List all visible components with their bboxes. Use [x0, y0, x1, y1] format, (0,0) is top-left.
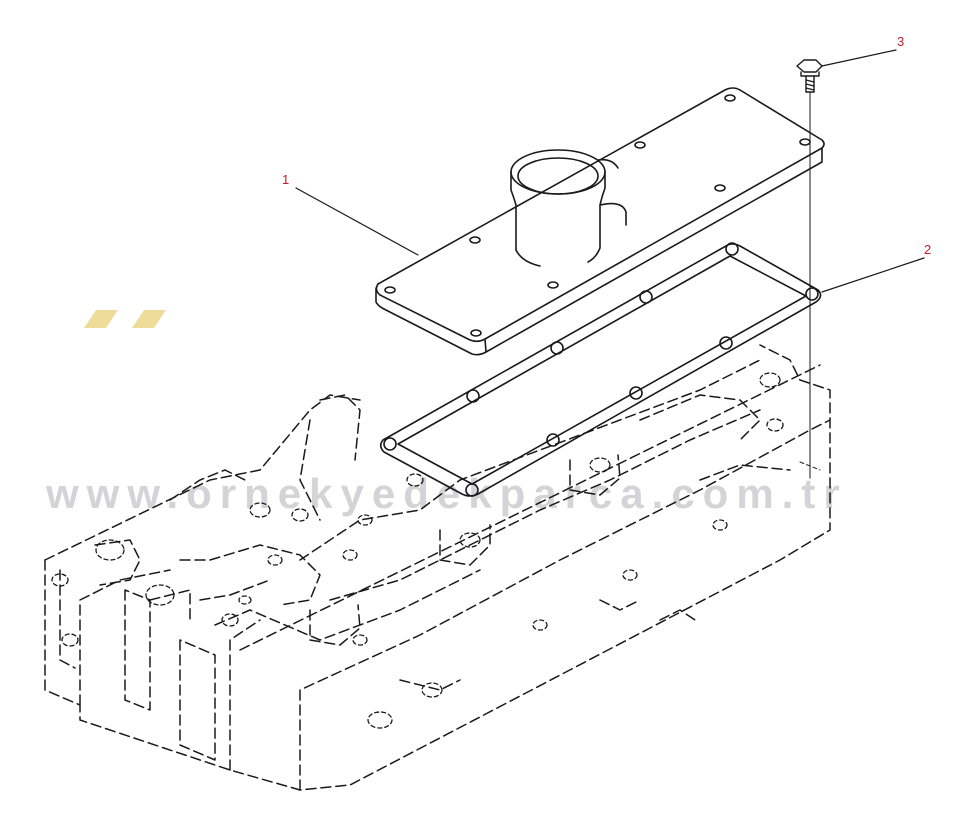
- part-1-cover-plate: [375, 87, 825, 356]
- cylinder-head-bolt-holes: [51, 372, 784, 729]
- part-2-gasket: [379, 242, 822, 497]
- callout-leaders: [295, 49, 925, 293]
- callout-2: 2: [924, 242, 932, 257]
- callout-3: 3: [897, 34, 905, 49]
- part-3-bolt: [796, 59, 823, 93]
- cylinder-head-outline: [44, 344, 831, 791]
- callout-1: 1: [282, 172, 290, 187]
